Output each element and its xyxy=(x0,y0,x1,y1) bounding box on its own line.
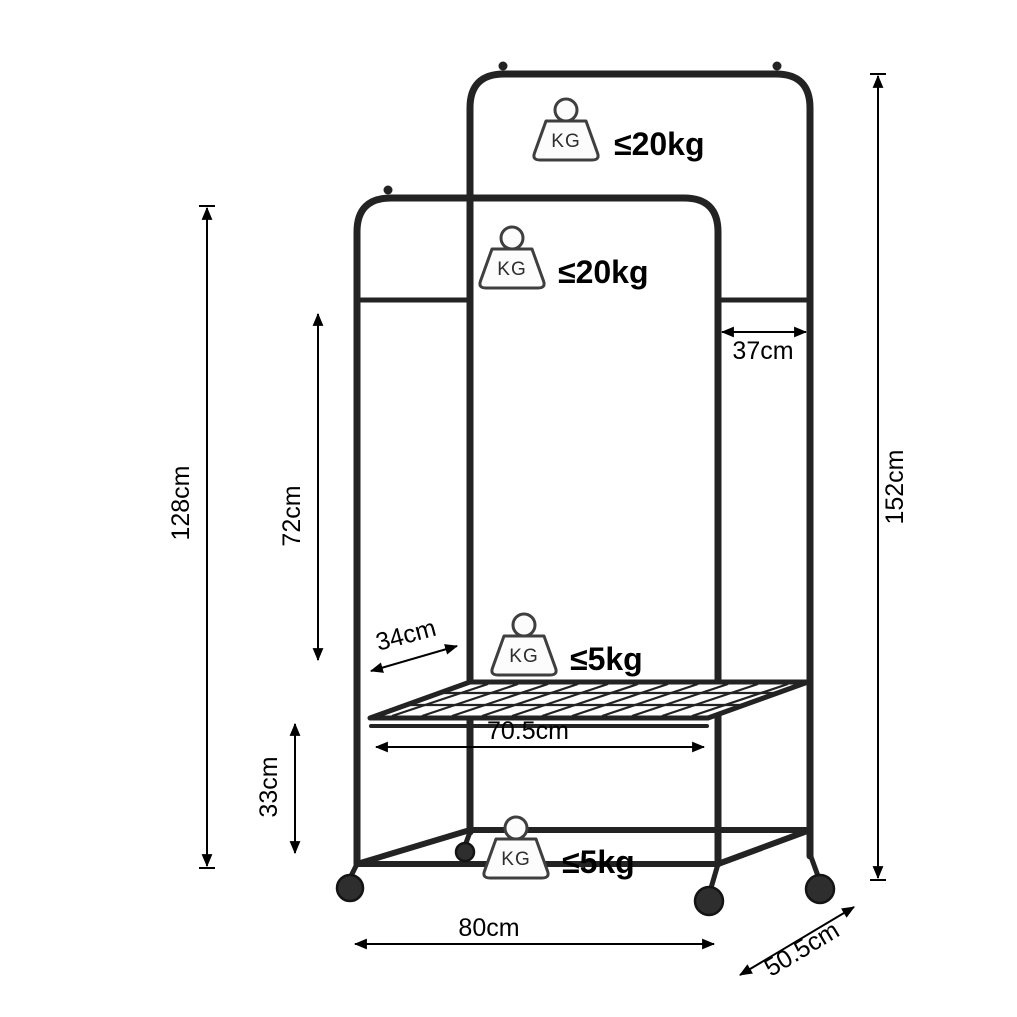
bottom-shelf-frame xyxy=(354,827,813,867)
dimension-ticks xyxy=(870,73,886,881)
dim-shelf-to-base-height: 33cm xyxy=(255,722,301,855)
dimension-label: 72cm xyxy=(278,485,306,546)
front-rail-frame xyxy=(353,194,722,868)
capacity-label: ≤5kg xyxy=(562,844,635,880)
dimension-annotations: 128cm 72cm 33cm 152cm 37cm 34cm xyxy=(167,73,909,982)
dimension-label: 70.5cm xyxy=(487,717,569,745)
dimension-label: 152cm xyxy=(881,449,909,524)
middle-wire-shelf xyxy=(367,679,811,728)
caster-stem xyxy=(463,829,473,846)
caster-wheels xyxy=(335,829,836,917)
capacity-label: ≤5kg xyxy=(570,641,643,677)
dimension-label: 33cm xyxy=(255,756,283,817)
kg-icon-label: KG xyxy=(509,646,538,667)
caster-wheel xyxy=(335,873,365,903)
rear-rail-frame xyxy=(466,70,814,860)
caster-wheel xyxy=(804,873,836,905)
dim-total-height: 152cm xyxy=(870,73,909,881)
dim-shelf-width: 70.5cm xyxy=(374,717,706,753)
dimension-label: 34cm xyxy=(373,614,439,657)
dim-shelf-depth: 34cm xyxy=(369,614,459,673)
dim-rail-offset-depth: 37cm xyxy=(720,326,808,365)
dimension-label: 128cm xyxy=(167,465,195,540)
dimension-label: 37cm xyxy=(732,337,793,365)
caster-stem xyxy=(807,851,821,879)
rail-cap-knob xyxy=(383,185,393,195)
capacity-badge-middle-shelf: KG ≤5kg xyxy=(490,612,643,677)
dimension-label: 50.5cm xyxy=(760,916,845,982)
dim-base-depth: 50.5cm xyxy=(739,906,855,982)
kg-icon-label: KG xyxy=(501,849,530,870)
caster-wheel xyxy=(454,841,476,863)
kg-icon-label: KG xyxy=(551,131,580,152)
capacity-label: ≤20kg xyxy=(614,126,705,162)
caster-stem xyxy=(708,861,721,891)
rail-cap-knob xyxy=(498,61,508,71)
garment-rack-illustration xyxy=(335,61,836,917)
capacity-badge-top-rail: KG ≤20kg xyxy=(532,97,705,162)
kg-icon-label: KG xyxy=(497,259,526,280)
dim-front-rail-height: 128cm xyxy=(167,205,215,869)
dimension-arrow xyxy=(369,644,459,673)
caster-wheel xyxy=(693,885,725,917)
dimension-ticks xyxy=(199,205,215,869)
dim-rail-to-shelf-height: 72cm xyxy=(278,312,324,662)
shelf-long-wires xyxy=(405,691,778,707)
shelf-cross-wires xyxy=(391,682,789,718)
rail-cap-knob xyxy=(772,61,782,71)
capacity-badge-front-rail: KG ≤20kg xyxy=(478,225,649,290)
capacity-label: ≤20kg xyxy=(558,254,649,290)
capacity-badges: KG ≤20kg KG ≤20kg KG ≤5kg KG ≤5kg xyxy=(478,97,705,880)
dimension-arrow xyxy=(739,906,855,976)
capacity-badge-bottom-shelf: KG ≤5kg xyxy=(482,815,635,880)
dimension-label: 80cm xyxy=(458,914,519,942)
dim-base-width: 80cm xyxy=(353,914,716,950)
